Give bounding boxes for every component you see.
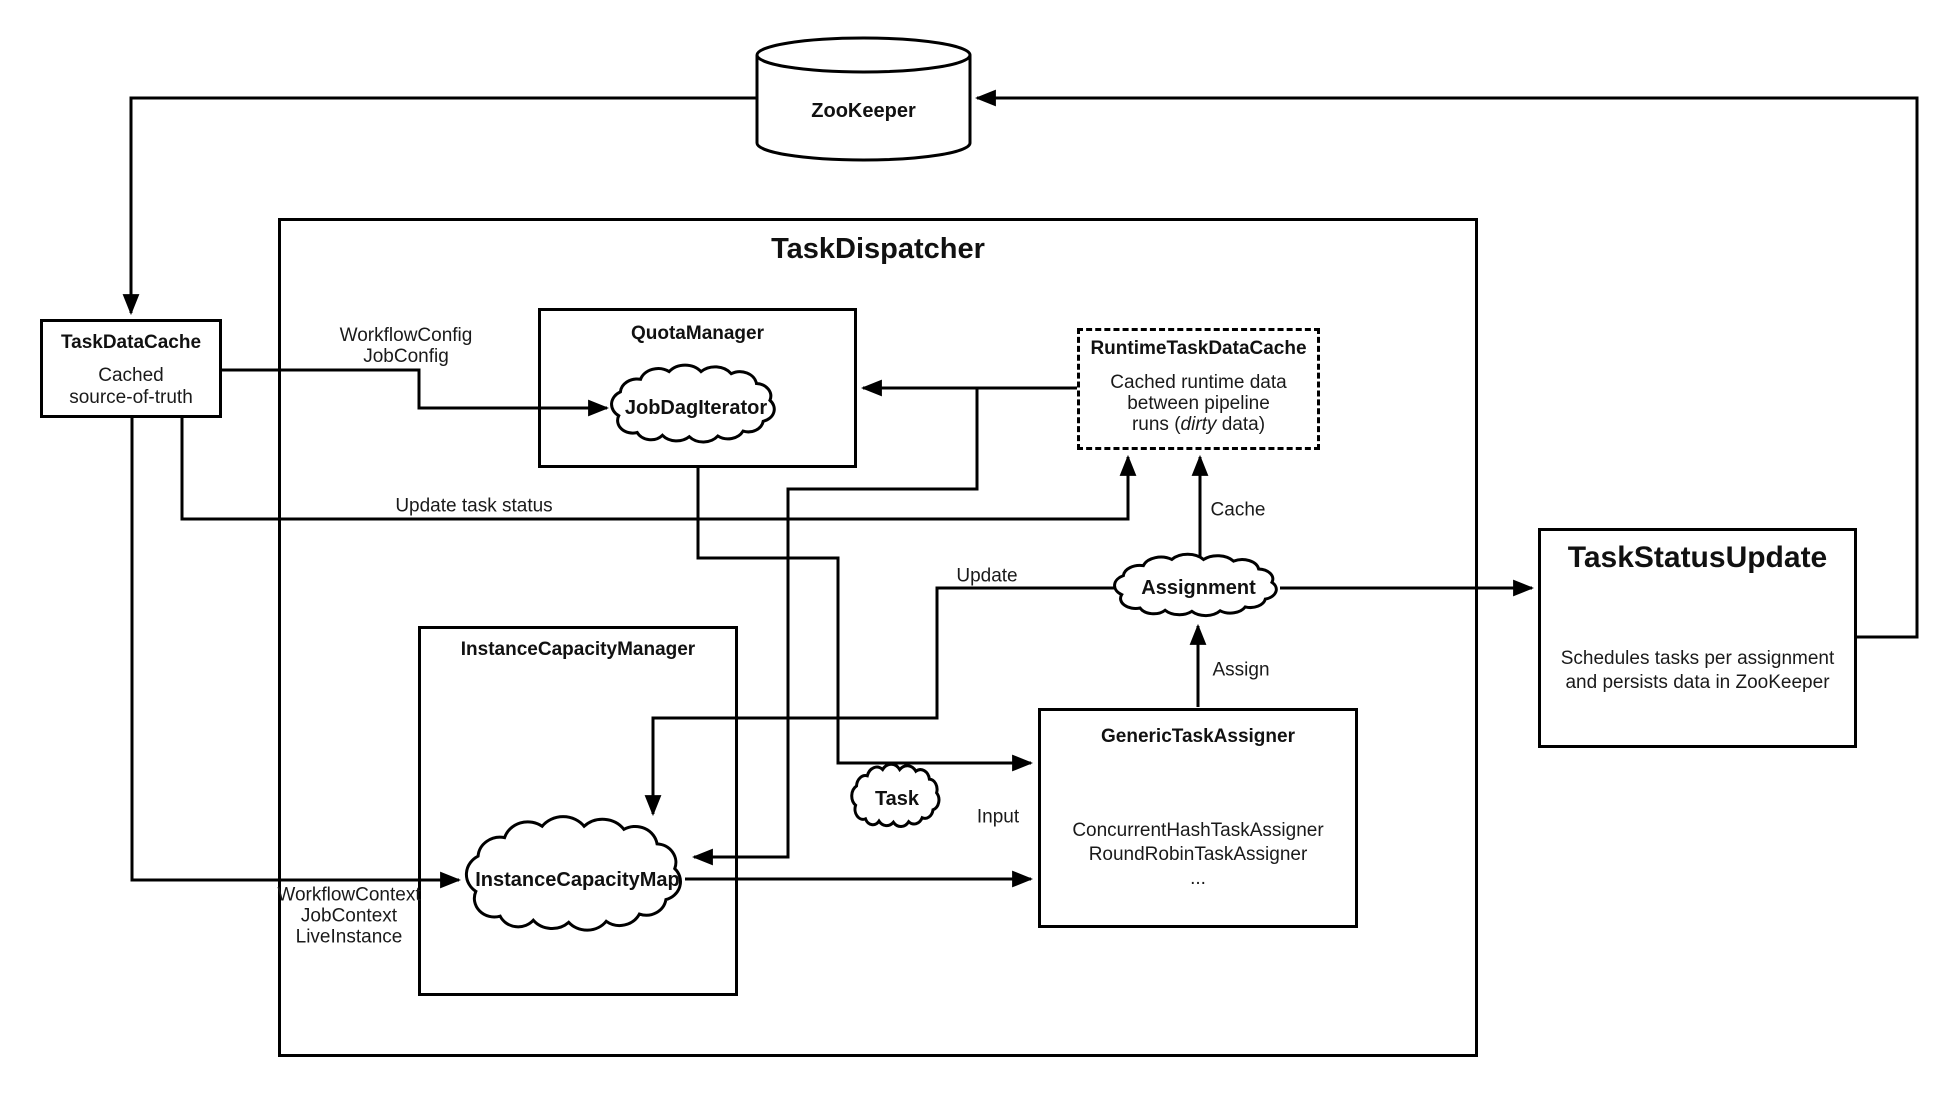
taskstatusupdate-body: Schedules tasks per assignment and persi… — [1560, 648, 1835, 693]
generictaskassigner-body: ConcurrentHashTaskAssigner RoundRobinTas… — [1072, 820, 1324, 889]
edge-taskdatacache-to-jobdagiterator — [222, 368, 610, 417]
generictaskassigner-title: GenericTaskAssigner — [1101, 726, 1295, 747]
taskdatacache-box: TaskDataCache Cached source-of-truth — [40, 319, 222, 418]
zookeeper-label: ZooKeeper — [811, 100, 916, 122]
jobdagiterator-label: JobDagIterator — [624, 396, 768, 419]
runtimetaskdatacache-box: RuntimeTaskDataCache Cached runtime data… — [1077, 328, 1320, 450]
edge-taskstatusupdate-to-zookeeper — [974, 89, 1919, 639]
quotamanager-title: QuotaManager — [630, 323, 765, 344]
workflowconfig-jobconfig-label: WorkflowConfig JobConfig — [339, 325, 473, 367]
task-label: Task — [874, 787, 920, 810]
assign-label: Assign — [1212, 659, 1270, 681]
workflowcontext-label-group: WorkflowContext JobContext LiveInstance — [277, 884, 421, 948]
edge-runtimetaskdatacache-to-instancecapacitymap — [691, 388, 979, 866]
update-task-status-label: Update task status — [395, 495, 553, 517]
assignment-label: Assignment — [1141, 577, 1256, 599]
edge-jobdagiterator-to-generictaskassigner — [696, 467, 1034, 772]
edge-assignment-update-to-instancecapacitymap — [644, 586, 1117, 817]
edge-taskdatacache-to-instancecapacitymap — [130, 417, 462, 889]
runtimetaskdatacache-title: RuntimeTaskDataCache — [1090, 338, 1307, 359]
taskstatusupdate-box: TaskStatusUpdate Schedules tasks per ass… — [1538, 528, 1857, 748]
taskdatacache-body: Cached source-of-truth — [69, 365, 193, 408]
zookeeper-cylinder-top — [755, 54, 972, 74]
taskdatacache-title: TaskDataCache — [60, 332, 202, 353]
update-label: Update — [956, 565, 1018, 587]
runtimetaskdatacache-body: Cached runtime data between pipeline run… — [1110, 372, 1287, 435]
cache-label: Cache — [1210, 499, 1266, 521]
edge-zookeeper-to-taskdatacache — [122, 96, 757, 316]
instancecapacitymap-label: InstanceCapacityMap — [475, 868, 680, 891]
input-label: Input — [976, 806, 1020, 828]
quotamanager-box: QuotaManager — [538, 308, 857, 468]
taskdispatcher-title: TaskDispatcher — [771, 233, 985, 265]
generictaskassigner-box: GenericTaskAssigner ConcurrentHashTaskAs… — [1038, 708, 1358, 928]
taskstatusupdate-title: TaskStatusUpdate — [1567, 541, 1828, 574]
instancecapacitymanager-box: InstanceCapacityManager — [418, 626, 738, 996]
zookeeper-cylinder — [755, 36, 972, 162]
edge-update-task-status — [180, 417, 1137, 521]
instancecapacitymanager-title: InstanceCapacityManager — [460, 639, 696, 660]
taskdispatcher-box: TaskDispatcher — [278, 218, 1478, 1057]
